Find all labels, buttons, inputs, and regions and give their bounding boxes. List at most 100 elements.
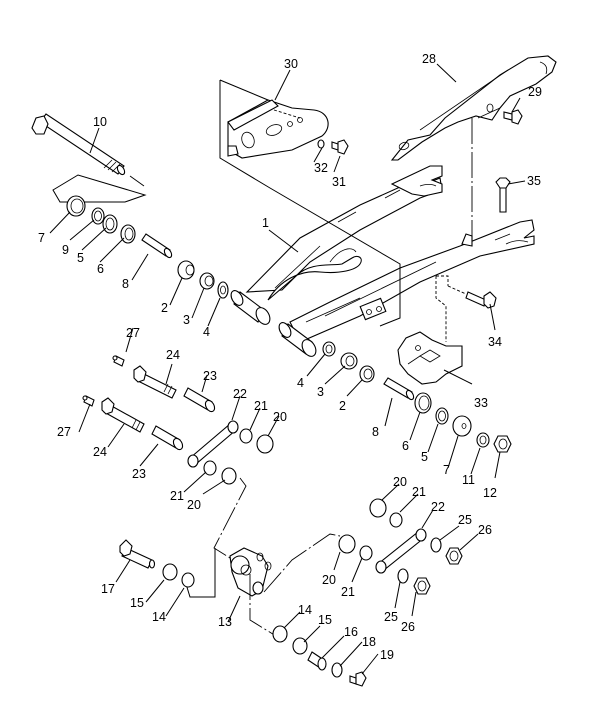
callout-24-lower: 24 [93,445,107,459]
bolt-24-lower [101,397,145,433]
callout-15-right: 15 [318,613,332,627]
bushing-3-right [340,352,358,370]
callout-4-right: 4 [297,376,304,390]
callout-20-upper-left: 20 [273,410,287,424]
callout-18: 18 [362,635,376,649]
grease-nipple-27-upper [112,355,125,367]
nut-12 [493,435,512,453]
collar-23-upper [183,387,216,413]
callout-6-left: 6 [97,262,104,276]
seal-6-left [120,224,136,244]
bolt-24-upper [133,365,177,399]
seal-21-lower-left [203,460,217,476]
callout-21-lower-left: 21 [170,489,184,503]
group-bracket [52,174,147,203]
collar-20-upper-left [256,434,274,454]
bushing-2-right [359,365,375,383]
bushing-2-left [177,260,195,280]
callout-20-upper-right: 20 [393,475,407,489]
callout-10: 10 [93,115,107,129]
nut-26-upper [445,547,463,565]
collar-8-right [383,377,415,401]
callout-6-right: 6 [402,439,409,453]
chain-support [227,99,329,159]
callout-16: 16 [344,625,358,639]
washer-5-left [102,214,118,234]
callout-31: 31 [332,175,346,189]
bolt-29 [503,109,523,125]
callout-14-right: 14 [298,603,312,617]
callout-14-left: 14 [152,610,166,624]
callout-3-left: 3 [183,313,190,327]
callout-20-lower-left: 20 [187,498,201,512]
callout-21-upper-left: 21 [254,399,268,413]
callout-34: 34 [488,335,502,349]
guide-line-chain-guide [435,276,447,342]
seal-21-lower-right [359,545,373,561]
collar-16 [307,651,327,671]
callout-19: 19 [380,648,394,662]
pivot-tube-upper [230,290,271,325]
callout-25-lower: 25 [384,610,398,624]
panel-line-chain-support [219,80,401,327]
bushing-3-left [199,272,215,290]
seal-14-left [181,572,195,588]
callout-35: 35 [527,174,541,188]
callout-22-right: 22 [431,500,445,514]
washer-9 [91,207,105,225]
callout-11: 11 [462,473,475,487]
callout-5-left: 5 [77,251,84,265]
seal-6-right [414,392,432,414]
bolt-19 [349,671,367,687]
callout-8-right: 8 [372,425,379,439]
callout-12: 12 [483,486,497,500]
cap-7-right [452,415,472,437]
callout-27-upper: 27 [126,326,140,340]
leader-lines [49,63,526,675]
chain-guide [397,331,463,385]
seal-21-upper-right [389,512,403,528]
callout-1: 1 [262,216,269,230]
collar-8-left [141,233,173,259]
callout-13: 13 [218,615,232,629]
callout-17: 17 [101,582,115,596]
bolt-31 [331,139,349,155]
bolt-17 [119,539,156,569]
callout-28: 28 [422,52,436,66]
washer-25-upper [430,537,442,553]
bolt-35 [495,177,511,213]
callout-25-upper: 25 [458,513,472,527]
seal-4-left [217,281,229,299]
seal-7-left [66,195,86,217]
bushing-15-left [162,563,178,581]
callout-21-upper-right: 21 [412,485,426,499]
callout-9: 9 [62,243,69,257]
callout-2-left: 2 [161,301,168,315]
callout-23-lower: 23 [132,467,146,481]
callout-21-lower-right: 21 [341,585,355,599]
callout-30: 30 [284,57,298,71]
washer-18 [331,662,343,678]
callout-32: 32 [314,161,328,175]
guide-line-relay-left [185,548,216,598]
washer-5-right [435,407,449,425]
callout-7-right: 7 [443,463,450,477]
callout-29: 29 [528,85,542,99]
connecting-rod-22-left [187,420,239,468]
bushing-15-right [292,637,308,655]
guide-line-relay-right [263,533,341,593]
grease-nipple-27-lower [82,395,95,407]
guide-line-relay-lower [249,574,277,637]
callout-7-left: 7 [38,231,45,245]
bolt-34 [447,285,497,309]
swingarm [230,165,535,357]
callout-3-right: 3 [317,385,324,399]
pivot-tube-lower [278,322,317,357]
callout-8-left: 8 [122,277,129,291]
pivot-shaft [31,113,145,187]
seal-4-right [322,341,336,357]
connecting-rod-22-right [375,528,427,574]
collar-20-upper-right [369,498,387,518]
callout-22-left: 22 [233,387,247,401]
